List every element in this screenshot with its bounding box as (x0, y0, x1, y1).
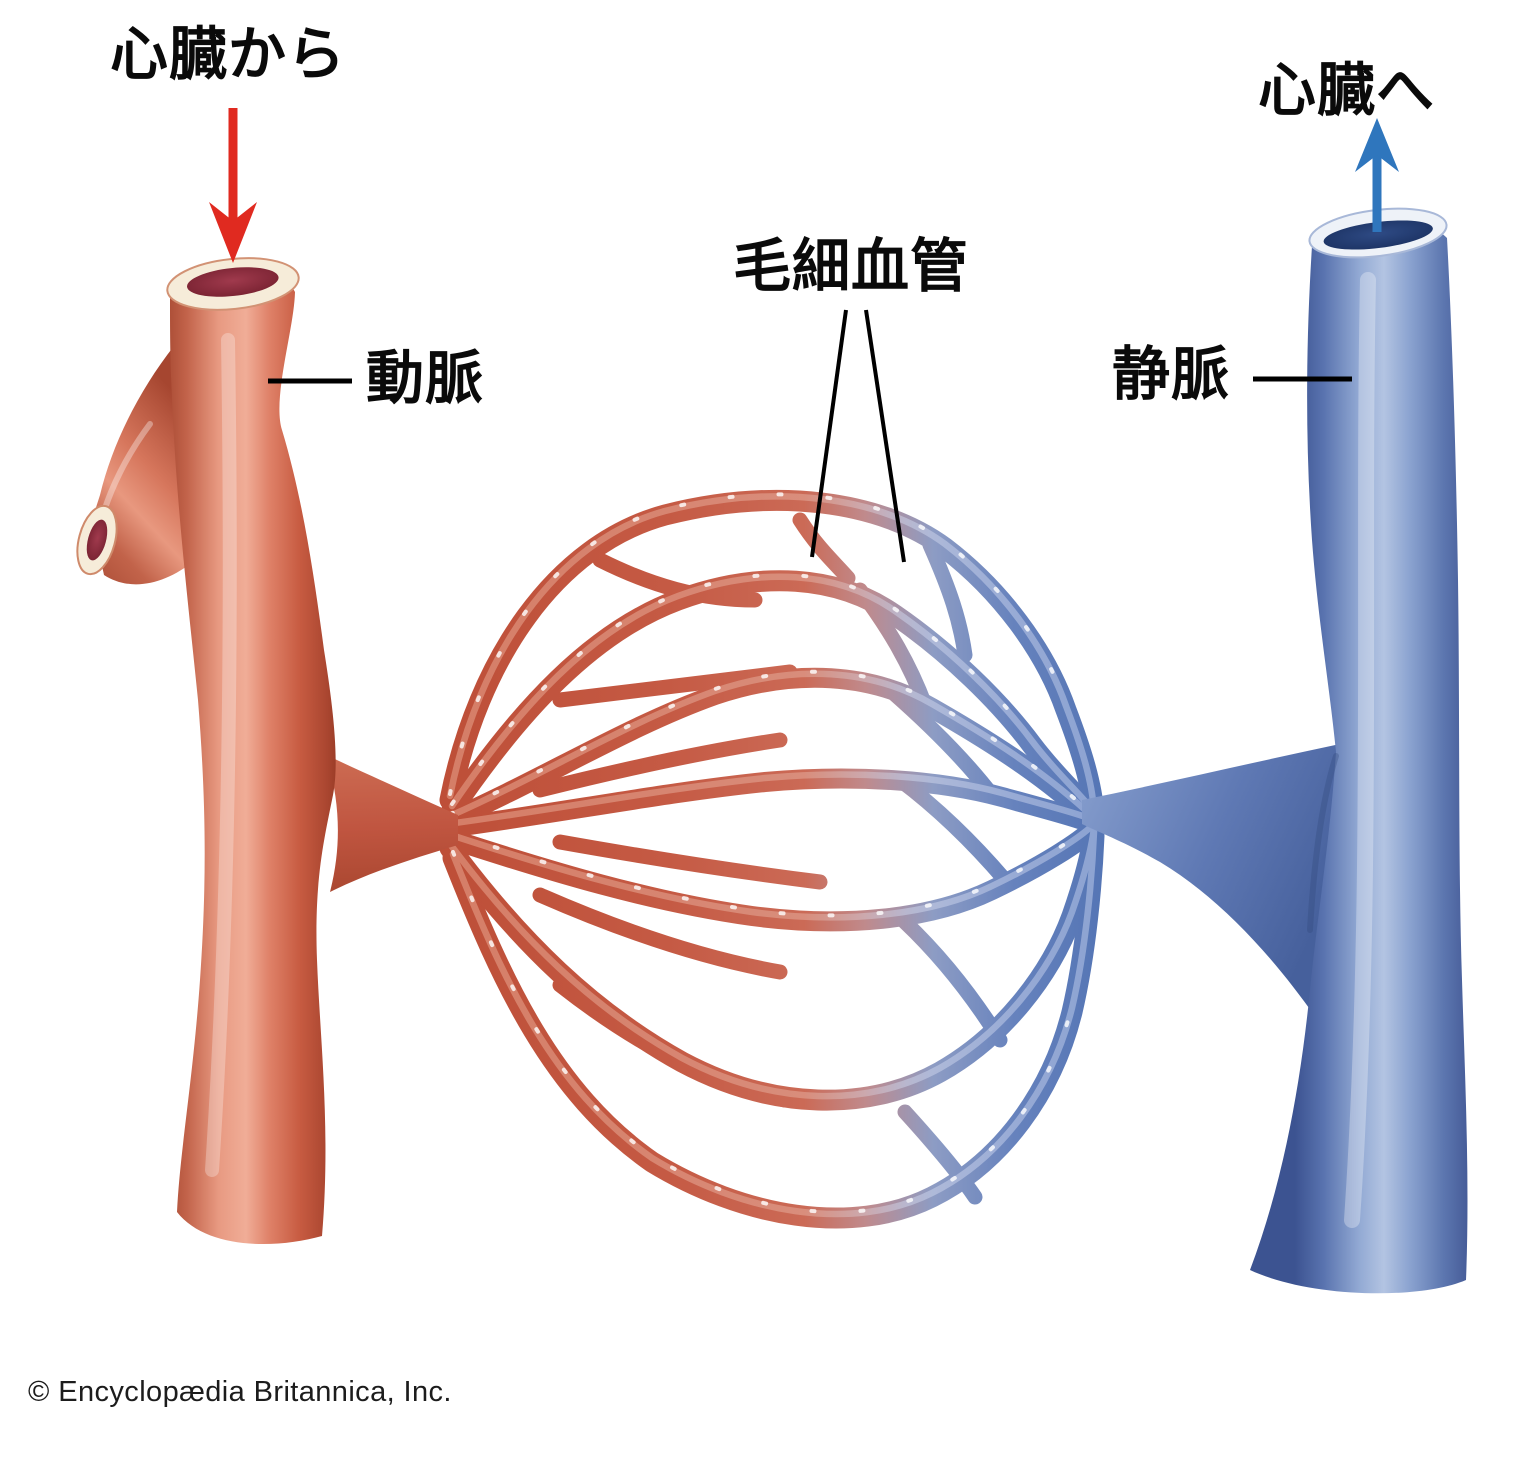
from-heart-label: 心臓から (110, 22, 347, 87)
capillary-tube (852, 582, 933, 713)
flow-out-arrow-head (1355, 118, 1399, 172)
capillary-tube (552, 977, 793, 1108)
capillary-tube (440, 667, 1104, 832)
vein-opening (1308, 207, 1448, 259)
artery (76, 257, 458, 1245)
flow-in-arrow-head (209, 202, 257, 263)
artery-branch-opening (76, 504, 118, 576)
capillary-tube (897, 914, 1008, 1048)
vein-crease (1307, 753, 1339, 933)
vein-sheen (1344, 272, 1376, 1228)
artery-sheen (205, 333, 237, 1177)
capillary-tube (532, 732, 788, 798)
artery-opening-lumen (187, 267, 279, 297)
flow-in-arrow (209, 108, 257, 263)
capillary-leader-line-right (864, 309, 906, 563)
capillary-tube (892, 772, 1013, 888)
leader-lines (268, 309, 1352, 563)
vein-trunk (1250, 218, 1468, 1294)
capillary-speckles (446, 492, 1096, 1214)
capillary-tube (592, 552, 763, 608)
capillary-tube (438, 818, 1104, 932)
capillary-tube (922, 537, 973, 663)
artery-label: 動脈 (366, 346, 485, 411)
capillary-tube (882, 682, 1000, 803)
capillary-tube (552, 834, 828, 890)
artery-trunk (170, 269, 336, 1245)
capillary-bed (438, 489, 1105, 1229)
artery-opening (166, 257, 300, 311)
capillary-leader-line-left (810, 309, 848, 558)
flow-out-arrow (1355, 118, 1399, 232)
capillary-sheen (444, 493, 1098, 1218)
capillary-tube (897, 1104, 983, 1205)
artery-capillary-branch (326, 755, 458, 892)
flow-arrows (209, 108, 1399, 263)
vein-opening-lumen (1323, 220, 1433, 250)
vein-label: 静脈 (1112, 342, 1231, 407)
capillary-tube (792, 512, 856, 586)
artery-branch-opening-lumen (86, 519, 108, 561)
capillary-tube (532, 887, 788, 980)
copyright-credit: © Encyclopædia Britannica, Inc. (28, 1376, 452, 1408)
to-heart-label: 心臓へ (1258, 58, 1436, 123)
vein-capillary-branch (1082, 744, 1362, 1090)
capillary-tube (438, 768, 1104, 838)
vein (1082, 207, 1468, 1294)
capillaries-label: 毛細血管 (733, 234, 970, 299)
